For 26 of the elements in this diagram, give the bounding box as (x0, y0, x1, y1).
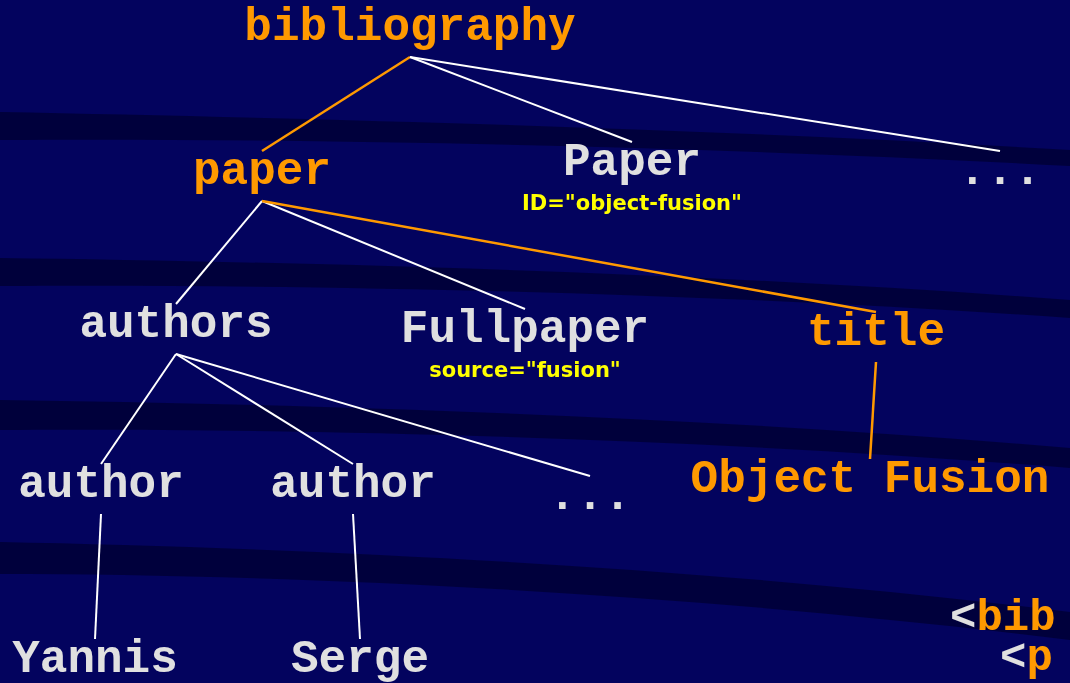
node-label: title (807, 310, 945, 356)
node-label: author (18, 462, 184, 508)
node-label: ... (958, 149, 1042, 195)
tree-line (261, 55, 411, 153)
node-label: author (270, 462, 436, 508)
node-label: Yannis (12, 637, 178, 683)
tree-line (261, 199, 877, 314)
tree-line (100, 353, 177, 465)
attribute-text: ID="object-fusion" (522, 190, 742, 216)
node-label: Object Fusion (690, 457, 1050, 503)
tree-line (868, 361, 878, 460)
tree-line (94, 513, 102, 640)
tree-line (409, 56, 1001, 152)
node-label: bibliography (244, 5, 576, 51)
node-label: Paper (562, 140, 702, 186)
node-label: paper (193, 149, 331, 195)
tree-line (175, 353, 591, 477)
node-label: ... (548, 474, 632, 520)
node-label: authors (79, 302, 273, 348)
tree-line (175, 353, 354, 465)
tree-line (175, 200, 263, 305)
node-label: Serge (291, 637, 429, 683)
node-label: Fullpaper (400, 307, 650, 353)
tree-line (352, 513, 361, 640)
tree-line (409, 56, 633, 143)
attribute-text: source="fusion" (429, 357, 621, 383)
